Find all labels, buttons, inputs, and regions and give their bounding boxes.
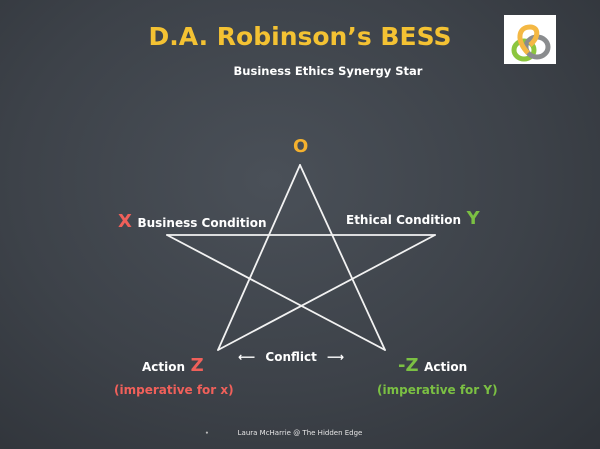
logo	[504, 15, 556, 64]
ethical-condition-label: Ethical Condition	[346, 213, 462, 227]
vertex-y-group: Ethical Condition Y	[346, 208, 480, 229]
action-neg-z-label: Action	[424, 360, 468, 374]
vertex-neg-z-letter: -Z	[398, 355, 419, 376]
vertex-neg-z-group: -Z Action	[398, 355, 467, 376]
vertex-z-group: Action Z	[142, 355, 204, 376]
imperative-for-y-note: (imperative for Y)	[377, 383, 498, 397]
footer-credit: Laura McHarrie @ The Hidden Edge	[237, 429, 363, 437]
arrow-left-icon: ⟵	[238, 350, 256, 364]
star-line-right-to-bottom-left	[217, 234, 436, 351]
vertex-y-letter: Y	[466, 208, 480, 229]
conflict-label: Conflict	[265, 350, 317, 364]
star-line-top-to-bottom-left	[217, 164, 301, 351]
slide-title: D.A. Robinson’s BESS	[148, 22, 452, 51]
business-condition-label: Business Condition	[137, 216, 267, 230]
interlocking-rings-logo-icon	[511, 24, 551, 62]
action-z-label: Action	[142, 360, 186, 374]
vertex-x-letter: X	[118, 211, 132, 232]
imperative-for-x-note: (imperative for x)	[114, 383, 234, 397]
vertex-x-group: X Business Condition	[118, 211, 267, 232]
vertex-o-label: O	[293, 136, 309, 157]
arrow-right-icon: ⟶	[327, 350, 345, 364]
star-line-left-to-bottom-right	[166, 234, 386, 351]
footer-bullet: •	[205, 430, 209, 437]
conflict-group: ⟵ Conflict ⟶	[238, 350, 344, 364]
vertex-z-letter: Z	[190, 355, 204, 376]
star-line-top-to-bottom-right	[299, 164, 386, 351]
slide-subtitle: Business Ethics Synergy Star	[233, 64, 423, 78]
